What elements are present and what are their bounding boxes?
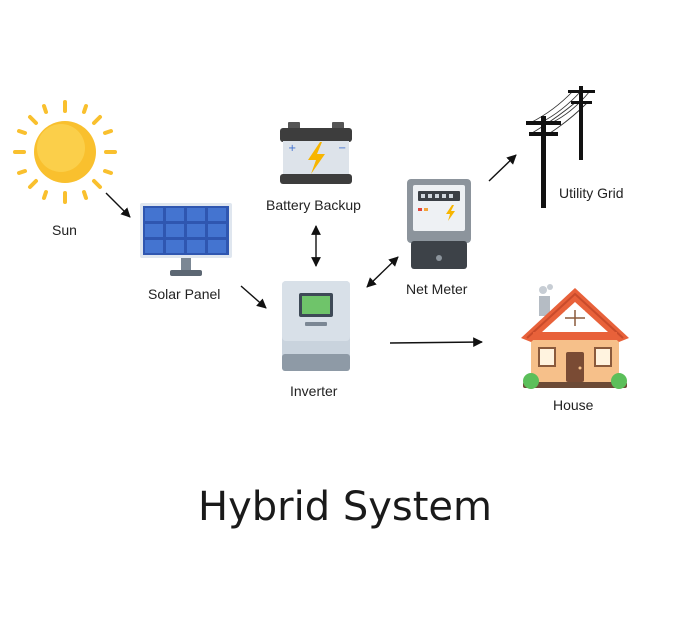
arrow-inverter-net-meter: [366, 256, 399, 288]
house-icon: [521, 284, 629, 389]
inverter-icon: [282, 281, 350, 371]
power-pole-icon: [526, 86, 595, 208]
arrow-solar-panel-to-inverter: [240, 285, 267, 309]
solar-panel-icon: [140, 203, 232, 276]
sun-icon: [13, 100, 117, 204]
arrow-sun-to-solar-panel: [105, 192, 131, 218]
battery-icon: + −: [280, 122, 352, 184]
net-meter-label: Net Meter: [406, 281, 468, 297]
diagram-title: Hybrid System: [198, 484, 492, 530]
arrow-inverter-to-house: [389, 337, 483, 347]
solar-panel-label: Solar Panel: [148, 286, 221, 302]
meter-icon: [407, 179, 471, 269]
svg-text:−: −: [338, 143, 346, 154]
inverter-label: Inverter: [290, 383, 338, 399]
arrow-net-meter-to-utility-grid: [488, 154, 517, 182]
utility-grid-label: Utility Grid: [559, 185, 624, 201]
sun-label: Sun: [52, 222, 77, 238]
house-label: House: [553, 397, 594, 413]
svg-text:+: +: [288, 143, 296, 154]
battery-backup-label: Battery Backup: [266, 197, 361, 213]
